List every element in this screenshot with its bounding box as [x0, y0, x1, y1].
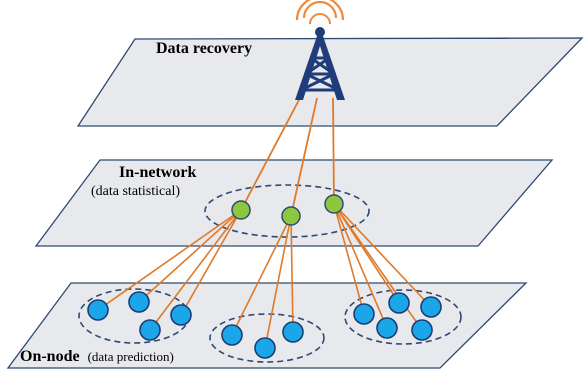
sensor-node — [353, 303, 375, 325]
downlink — [333, 203, 388, 329]
plane-data-recovery — [76, 37, 584, 127]
sensor-node — [221, 324, 243, 346]
downlink — [333, 203, 365, 315]
downlink — [290, 215, 294, 333]
aggregator-node — [324, 194, 344, 214]
label-on-node-sub: (data prediction) — [88, 349, 174, 364]
downlink — [333, 203, 432, 308]
downlink — [231, 215, 292, 336]
sensor-node — [282, 321, 304, 343]
sensor-node — [388, 292, 410, 314]
downlinks — [97, 203, 432, 349]
cluster-right — [344, 289, 462, 345]
downlink — [149, 209, 242, 331]
downlink — [97, 209, 242, 311]
label-on-node-title: On-node — [20, 348, 80, 365]
sensor-node — [139, 319, 161, 341]
sensor-node — [411, 319, 433, 341]
sensor-node — [376, 317, 398, 339]
uplinks — [240, 97, 335, 217]
uplink — [290, 97, 318, 217]
sensor-node — [420, 296, 442, 318]
label-data-recovery: Data recovery — [156, 40, 252, 57]
sensor-node — [254, 337, 276, 359]
aggregator-node — [281, 206, 301, 226]
downlink — [138, 209, 242, 303]
uplink — [332, 97, 335, 205]
sensor-node — [170, 304, 192, 326]
label-in-network-sub: (data statistical) — [91, 184, 180, 199]
cluster-middle — [209, 313, 325, 363]
sensor-nodes — [87, 291, 442, 359]
radio-tower-icon — [295, 0, 345, 100]
downlink — [264, 215, 292, 349]
uplink — [240, 97, 301, 211]
label-in-network: In-network — [119, 164, 196, 181]
aggregator-node — [231, 200, 251, 220]
downlink — [180, 209, 242, 316]
sensor-node — [128, 291, 150, 313]
sensor-node — [87, 299, 109, 321]
label-on-node: On-node (data prediction) — [20, 348, 174, 365]
aggregator-nodes — [231, 194, 344, 226]
